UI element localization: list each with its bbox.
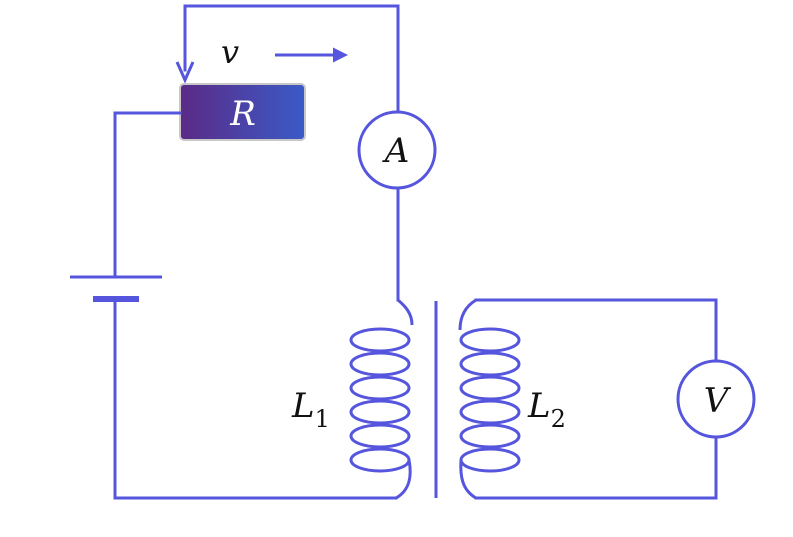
- velocity-label: v: [221, 33, 239, 71]
- primary-coil: [349, 298, 414, 500]
- secondary-coil: [458, 298, 521, 500]
- wire-top-loop: [183, 4, 400, 114]
- sliding-contact-arrow-icon: [175, 61, 195, 84]
- wire-secondary-loop: [474, 298, 718, 500]
- wire-resistor-to-battery: [113, 111, 182, 279]
- voltmeter: [676, 359, 756, 439]
- secondary-coil-label: L2: [527, 386, 566, 433]
- ammeter-label: A: [382, 131, 410, 171]
- voltmeter-label: V: [704, 381, 732, 421]
- wire-battery-to-coil: [113, 297, 398, 500]
- resistor-label: R: [229, 94, 256, 134]
- primary-coil-label: L1: [291, 386, 330, 433]
